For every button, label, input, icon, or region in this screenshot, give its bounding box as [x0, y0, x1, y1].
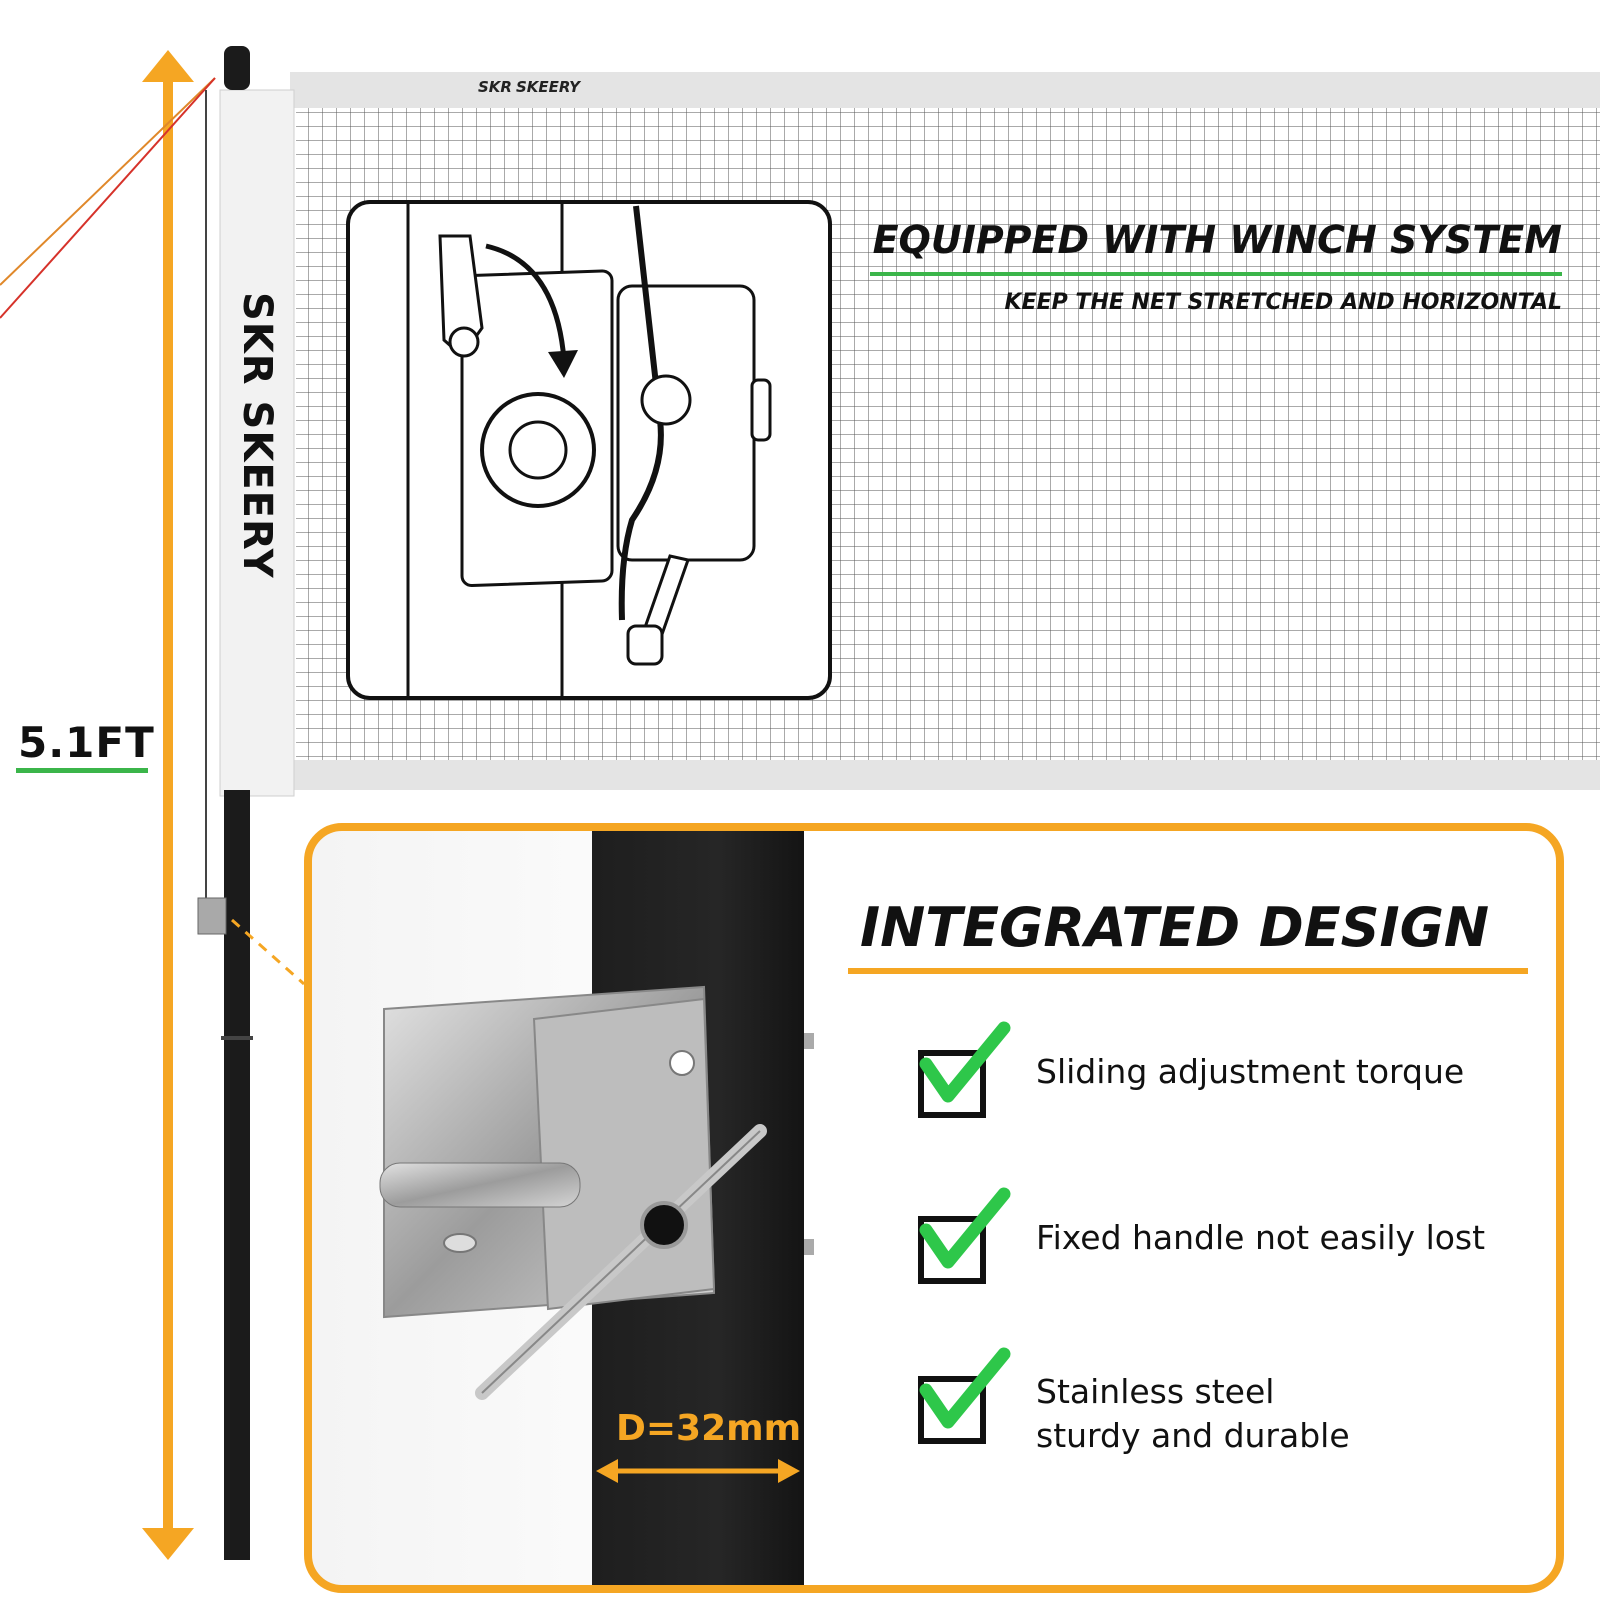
- height-label: 5.1FT: [18, 718, 155, 767]
- diameter-label: D=32mm: [616, 1408, 802, 1449]
- integrated-design-panel: [304, 823, 1564, 1593]
- feature-item: Fixed handle not easily lost: [918, 1186, 1558, 1306]
- pole-bracket-illustration: [379, 831, 814, 1585]
- winch-divider: [870, 272, 1562, 276]
- winch-subtitle: KEEP THE NET STRETCHED AND HORIZONTAL: [1004, 290, 1562, 315]
- green-check-icon: [919, 1021, 1011, 1103]
- feature-item: Sliding adjustment torque: [918, 1020, 1558, 1140]
- feature-item: Stainless steel sturdy and durable: [918, 1346, 1558, 1466]
- brand-mark: SKR: [478, 78, 512, 96]
- green-check-icon: [919, 1187, 1011, 1269]
- height-arrow: [142, 50, 194, 1560]
- brand-vertical-text: SKR SKEERY: [234, 292, 280, 579]
- pole: [197, 46, 253, 1560]
- height-underline: [16, 768, 148, 773]
- feature-label: Fixed handle not easily lost: [1036, 1218, 1486, 1257]
- feature-label: Stainless steel sturdy and durable: [1036, 1370, 1350, 1458]
- brand-name: SKEERY: [515, 78, 580, 96]
- brand-logo-vertical: SKR SKEERY: [234, 292, 282, 632]
- feature-label-line2: sturdy and durable: [1036, 1416, 1350, 1455]
- design-title: INTEGRATED DESIGN: [860, 896, 1490, 959]
- green-check-icon: [919, 1347, 1011, 1429]
- winch-detail-illustration: [346, 200, 832, 700]
- feature-label: Sliding adjustment torque: [1036, 1052, 1465, 1091]
- winch-title: EQUIPPED WITH WINCH SYSTEM: [872, 218, 1562, 262]
- feature-label-line1: Stainless steel: [1036, 1372, 1275, 1411]
- design-divider: [848, 968, 1528, 974]
